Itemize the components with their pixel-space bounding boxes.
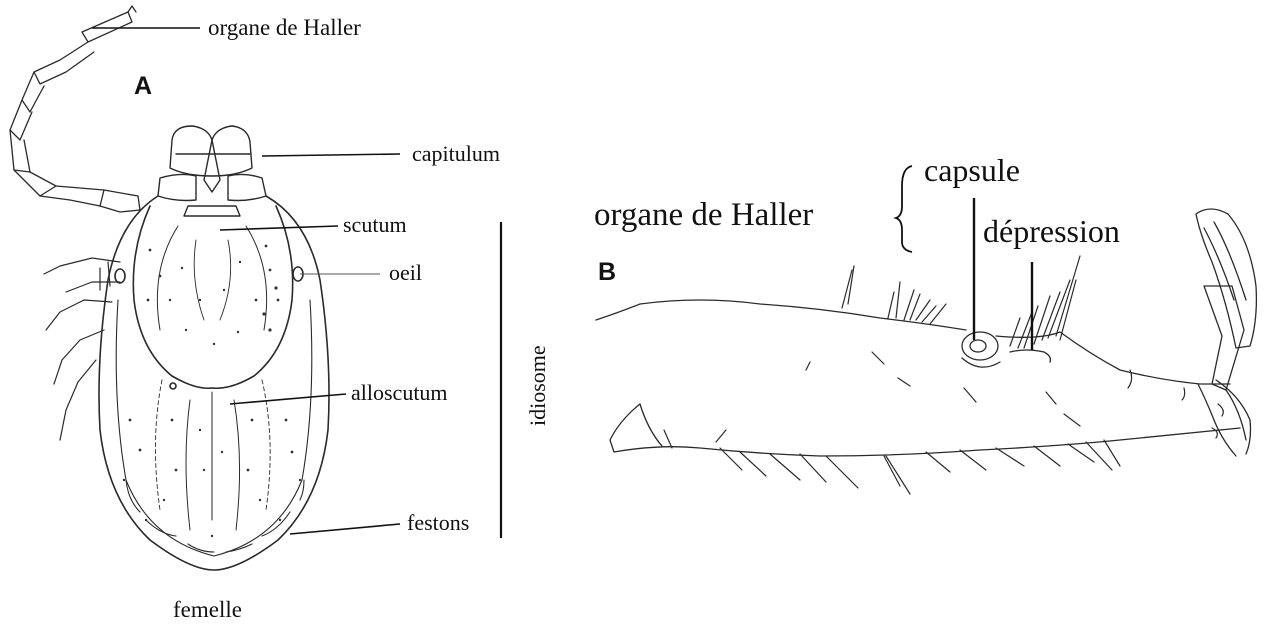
label-organe-de-haller-a: organe de Haller: [208, 15, 361, 40]
label-femelle: femelle: [173, 597, 242, 622]
leg-one-drawing: [10, 6, 140, 212]
label-depression: dépression: [983, 213, 1120, 249]
label-idiosome: idiosome: [525, 345, 550, 426]
label-oeil: oeil: [389, 260, 422, 285]
leg-stubs-drawing: [44, 258, 120, 440]
label-scutum: scutum: [343, 212, 407, 237]
label-alloscutum: alloscutum: [351, 380, 448, 405]
label-capsule: capsule: [924, 152, 1020, 188]
panel-a: A organe de Haller capitulum scutum oeil…: [10, 6, 550, 622]
panel-letter-a: A: [134, 72, 152, 100]
tarsus-drawing: [596, 209, 1256, 456]
label-organe-de-haller-b: organe de Haller: [594, 197, 813, 233]
label-capitulum: capitulum: [412, 141, 500, 166]
leader-lines-a: [92, 28, 501, 538]
panel-b: B organe de Haller capsule dépression: [594, 152, 1256, 494]
capitulum-drawing: [158, 126, 266, 216]
body-drawing: [99, 196, 329, 570]
panel-letter-b: B: [598, 258, 616, 286]
label-festons: festons: [407, 510, 469, 535]
